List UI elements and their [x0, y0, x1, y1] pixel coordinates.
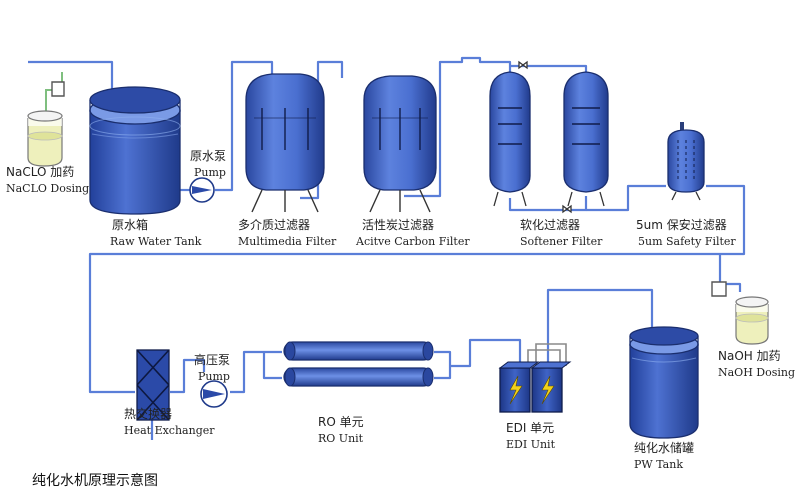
carbon-label-cn: 活性炭过滤器 — [362, 218, 434, 232]
lightning-icon — [509, 375, 523, 405]
heat-exchanger — [136, 349, 170, 421]
hp-pump-label-cn: 高压泵 — [194, 352, 230, 367]
raw-tank-label-cn: 原水箱 — [112, 217, 148, 232]
softener-label-en: Softener Filter — [520, 235, 603, 248]
safety-filter — [667, 122, 705, 201]
ro-membrane-lower — [283, 367, 434, 387]
naoh-valve-icon — [711, 281, 727, 297]
high-pressure-pump-icon — [200, 380, 228, 408]
raw-tank-label-en: Raw Water Tank — [110, 235, 202, 248]
softener-valve-bottom-icon — [562, 204, 572, 214]
softener-label-cn: 软化过滤器 — [520, 218, 580, 232]
raw-pump-label-cn: 原水泵 — [190, 149, 226, 163]
hp-pump-label-en: Pump — [198, 370, 230, 383]
naclo-label-en: NaCLO Dosing — [6, 182, 89, 195]
edi-label-en: EDI Unit — [506, 438, 556, 451]
softener-valve-top-icon — [518, 60, 528, 70]
heat-label-en: Heat Exchanger — [124, 424, 215, 437]
naoh-label-cn: NaOH 加药 — [718, 349, 781, 363]
naoh-label-en: NaOH Dosing — [718, 366, 795, 379]
edi-module-2 — [530, 361, 572, 413]
multimedia-label-cn: 多介质过滤器 — [238, 218, 310, 232]
raw-water-pump-icon — [189, 177, 215, 203]
edi-module-1 — [498, 361, 540, 413]
ro-label-en: RO Unit — [318, 432, 364, 445]
pw-tank — [629, 326, 699, 439]
edi-label-cn: EDI 单元 — [506, 421, 554, 435]
active-carbon-filter — [363, 75, 437, 213]
pw-label-cn: 纯化水储罐 — [634, 440, 694, 455]
softener-filter-2 — [563, 71, 609, 207]
naclo-valve-icon — [51, 81, 65, 97]
multimedia-filter — [245, 73, 325, 213]
ro-label-cn: RO 单元 — [318, 415, 364, 429]
lightning-icon — [541, 375, 555, 405]
pw-label-en: PW Tank — [634, 458, 683, 471]
softener-filter-1 — [489, 71, 531, 207]
diagram-caption: 纯化水机原理示意图 — [32, 473, 158, 489]
raw-water-tank — [89, 86, 181, 215]
heat-label-cn: 热交换器 — [124, 406, 172, 421]
naoh-dosing-beaker — [735, 296, 769, 345]
carbon-label-en: Acitve Carbon Filter — [355, 235, 470, 248]
naclo-label-cn: NaCLO 加药 — [6, 165, 74, 179]
safety-label-en: 5um Safety Filter — [638, 235, 736, 248]
multimedia-label-en: Multimedia Filter — [238, 235, 337, 248]
pipe-network — [28, 56, 746, 440]
naclo-dosing-beaker — [27, 110, 63, 167]
ro-membrane-upper — [283, 341, 434, 361]
raw-pump-label-en: Pump — [194, 166, 226, 179]
safety-label-cn: 5um 保安过滤器 — [636, 217, 727, 232]
